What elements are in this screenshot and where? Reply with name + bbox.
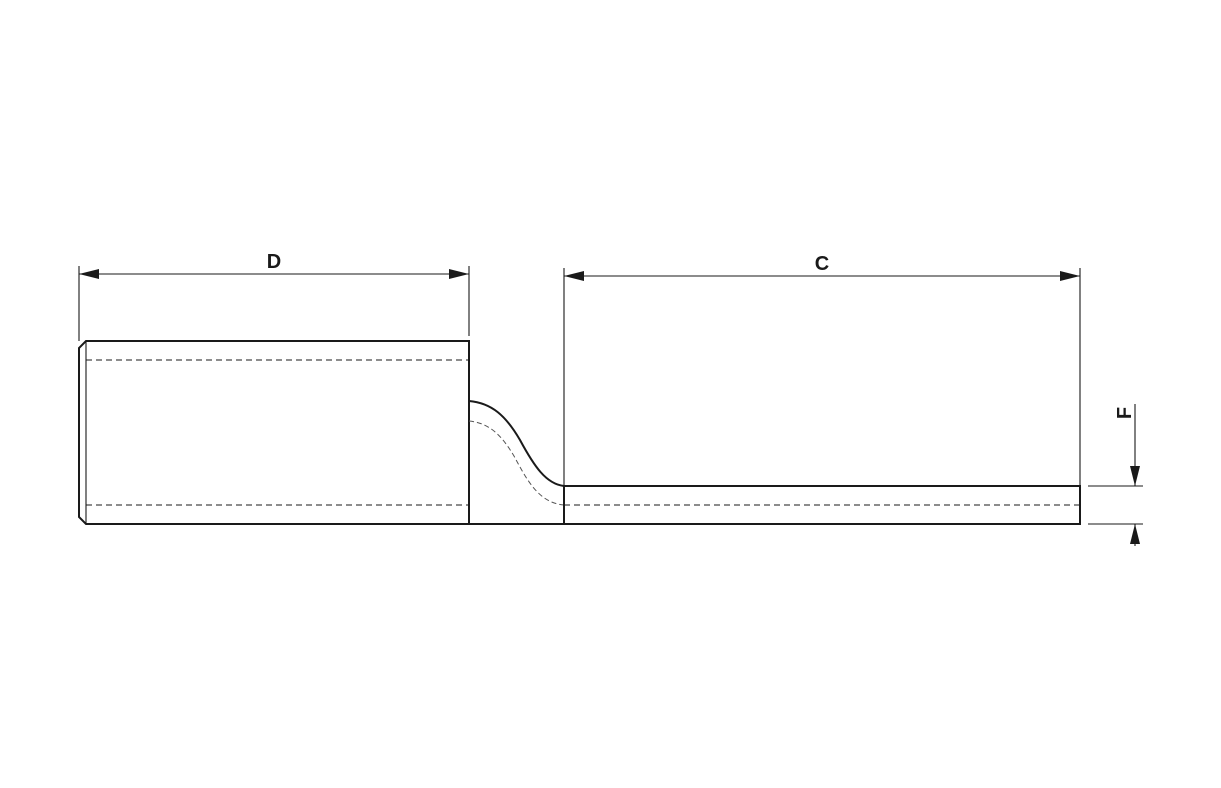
dimension-d: D bbox=[78, 251, 470, 341]
transition-neck bbox=[468, 400, 565, 525]
dimension-c-arrow-right bbox=[1060, 271, 1080, 281]
palm bbox=[563, 485, 1081, 525]
dimension-d-arrow-right bbox=[449, 269, 469, 279]
dimension-f-label: F bbox=[1114, 407, 1136, 419]
dimension-c: C bbox=[563, 253, 1081, 486]
dimension-c-label: C bbox=[815, 253, 829, 275]
barrel bbox=[78, 340, 470, 525]
dimension-c-arrow-left bbox=[564, 271, 584, 281]
dimension-d-label: D bbox=[267, 251, 281, 273]
dimension-f-arrow-bottom bbox=[1130, 524, 1140, 544]
palm-outline bbox=[563, 485, 1081, 525]
barrel-outline bbox=[78, 340, 470, 525]
neck-profile-curve bbox=[468, 400, 565, 487]
dimension-f: F bbox=[1088, 404, 1143, 546]
dimension-d-arrow-left bbox=[79, 269, 99, 279]
neck-hidden-curve bbox=[468, 420, 565, 506]
dimension-f-arrow-top bbox=[1130, 466, 1140, 486]
